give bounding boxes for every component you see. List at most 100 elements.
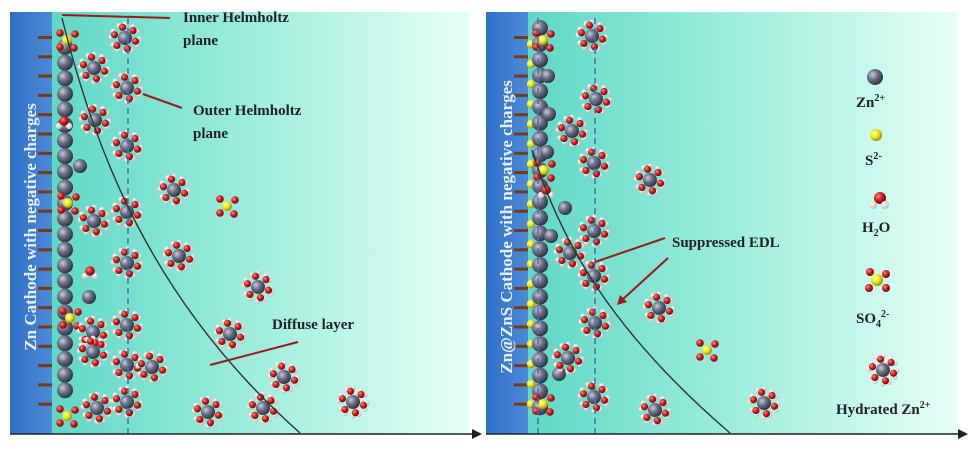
negative-charge <box>514 248 528 252</box>
zn-ion <box>57 257 73 274</box>
negative-charge <box>514 344 528 348</box>
hydrated-zn-ion <box>747 386 781 420</box>
negative-charge <box>38 325 52 329</box>
hydrated-zn-ion <box>577 146 611 180</box>
zn-ion <box>540 145 554 159</box>
hydrated-zn-ion <box>110 71 144 105</box>
hydrated-zn-ion <box>578 306 612 340</box>
zn-ion <box>542 107 556 121</box>
legend-zn-icon <box>867 69 883 85</box>
negative-charge <box>514 209 528 213</box>
zn-ion <box>57 70 73 87</box>
negative-charge <box>514 171 528 175</box>
zn-ion <box>57 335 73 352</box>
sulfate-ion <box>533 159 556 182</box>
negative-charge <box>38 74 52 78</box>
hydrated-zn-ion <box>77 204 111 238</box>
sulfate-ion <box>216 195 239 218</box>
zn-ion <box>532 241 548 258</box>
hydrated-zn-ion <box>866 353 900 387</box>
negative-charge <box>514 74 528 78</box>
hydrated-zn-ion <box>157 173 191 207</box>
negative-charge <box>514 383 528 387</box>
edl-pointer-2 <box>621 257 669 301</box>
ihp-pointer <box>61 14 171 19</box>
hydrated-zn-ion <box>555 114 589 148</box>
zn-ion <box>532 272 548 289</box>
zn-ion <box>57 382 73 399</box>
zn-ion <box>57 132 73 149</box>
hydrated-zn-ion <box>638 393 672 427</box>
diffuse-label: Diffuse layer <box>272 317 354 333</box>
negative-charge <box>38 190 52 194</box>
right-electrode-label: Zn@ZnS Cathode with negative charges <box>497 80 516 374</box>
negative-charge <box>514 325 528 329</box>
sulfate-ion <box>56 29 79 52</box>
negative-charge <box>38 36 52 39</box>
sulfide-ion <box>526 159 536 169</box>
zn-ion <box>57 163 73 180</box>
legend-zn-label: Zn2+ <box>856 93 885 111</box>
legend-sulfate-icon <box>865 268 890 292</box>
zn-ion <box>532 257 548 273</box>
legend: Zn2+ S2- H2O SO42- Hydrated Zn2+ <box>836 69 931 418</box>
sulfide-ion <box>526 379 536 389</box>
legend-hydrated-zn-icon <box>866 353 900 387</box>
left-electrode <box>10 12 52 434</box>
negative-charge <box>514 190 528 194</box>
negative-charge <box>514 286 528 290</box>
negative-charge <box>38 93 52 97</box>
zn-ion <box>57 226 73 243</box>
ihp-label-line1: Inner Helmholtz <box>183 10 289 26</box>
negative-charge <box>38 383 52 387</box>
legend-sulfate-label: SO42- <box>856 309 889 330</box>
zn-ion <box>532 288 548 305</box>
ihp-label-line2: plane <box>183 33 218 49</box>
negative-charge <box>38 113 52 117</box>
hydrated-zn-ion <box>551 341 585 375</box>
negative-charge <box>38 151 52 155</box>
right-species <box>532 19 781 427</box>
right-negative-charges <box>514 36 528 406</box>
hydrated-zn-ion <box>553 236 587 270</box>
right-x-axis-arrow <box>958 429 968 439</box>
left-x-axis-arrow <box>472 429 482 439</box>
zn-ion <box>57 85 73 102</box>
negative-charge <box>38 132 52 136</box>
zn-ion <box>57 101 73 118</box>
right-electrode <box>486 12 528 434</box>
negative-charge <box>38 286 52 290</box>
hydrated-zn-ion <box>191 395 225 429</box>
legend-water-label: H2O <box>862 220 890 239</box>
zn-ion <box>532 304 548 321</box>
zn-ion <box>57 210 73 227</box>
zn-ion <box>532 51 548 68</box>
sulfate-ion <box>59 307 82 330</box>
negative-charge <box>38 364 52 368</box>
left-species <box>55 21 370 429</box>
sulfate-ion <box>56 405 79 428</box>
edl-pointer-2-head <box>617 295 627 305</box>
negative-charge <box>38 209 52 213</box>
sulfate-ion <box>57 192 80 215</box>
zn-ion <box>57 351 73 367</box>
zn-ion <box>57 273 73 289</box>
negative-charge <box>514 113 528 117</box>
zn-ion <box>532 351 548 368</box>
left-panel: Zn Cathode with negative charges Inner H… <box>10 10 482 439</box>
water-molecule <box>55 116 73 130</box>
zn-ion <box>532 209 548 226</box>
zn-ion <box>82 290 96 304</box>
ohp-pointer <box>142 93 183 109</box>
negative-charge <box>38 171 52 175</box>
negative-charge <box>38 402 52 406</box>
legend-sulfide-label: S2- <box>865 151 882 169</box>
left-electrode-label: Zn Cathode with negative charges <box>21 103 40 351</box>
negative-charge <box>38 229 52 232</box>
zn-ion <box>57 288 73 305</box>
zn-ion <box>532 193 548 210</box>
hydrated-zn-ion <box>80 391 114 425</box>
zn-ion <box>57 241 73 258</box>
sulfate-ion <box>532 29 555 52</box>
